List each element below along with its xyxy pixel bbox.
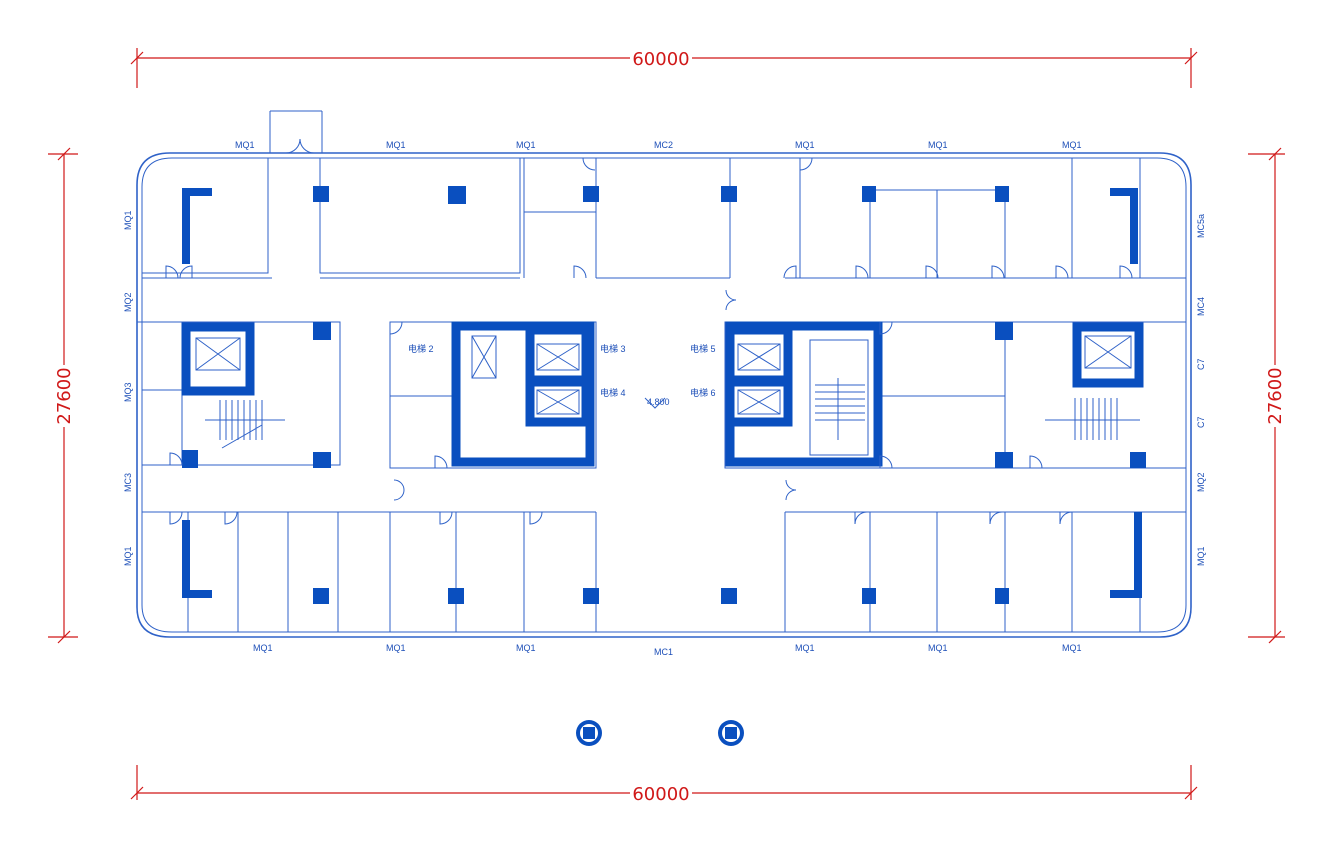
window-label: C7 xyxy=(1196,358,1206,370)
elevator-label-2: 电梯 2 xyxy=(408,343,434,354)
window-label: MC5a xyxy=(1196,214,1206,238)
dimension-top-label: 60000 xyxy=(632,49,689,70)
building-outline xyxy=(136,110,1192,638)
window-label: MQ1 xyxy=(386,140,406,150)
window-label: MC2 xyxy=(654,140,673,150)
window-label: MQ1 xyxy=(123,210,133,230)
window-label: MQ1 xyxy=(235,140,255,150)
dimension-bottom-label: 60000 xyxy=(632,784,689,805)
dimension-right: 27600 xyxy=(1248,147,1286,644)
window-labels-left: MQ1 MQ2 MQ3 MC3 MQ1 xyxy=(123,210,133,566)
window-label: MQ1 xyxy=(1062,140,1082,150)
partitions xyxy=(137,158,1186,632)
window-label: MQ2 xyxy=(1196,472,1206,492)
window-label: MQ1 xyxy=(123,546,133,566)
dimension-right-label: 27600 xyxy=(1265,367,1286,424)
window-label: MC4 xyxy=(1196,297,1206,316)
elevator-labels: 电梯 2 电梯 3 电梯 4 电梯 5 电梯 6 4.800 xyxy=(408,343,716,409)
elevation-marker: 4.800 xyxy=(647,397,670,407)
elevator-label-4: 电梯 4 xyxy=(600,387,626,398)
window-label: MQ3 xyxy=(123,382,133,402)
window-labels-top: MQ1 MQ1 MQ1 MC2 MQ1 MQ1 MQ1 xyxy=(235,140,1082,150)
dimension-left: 27600 xyxy=(48,147,78,644)
window-label: MQ1 xyxy=(516,140,536,150)
right-core xyxy=(1045,322,1144,440)
left-core xyxy=(181,322,285,468)
dimension-top: 60000 xyxy=(130,47,1198,88)
window-label: MQ1 xyxy=(1196,546,1206,566)
window-label: MC1 xyxy=(654,647,673,657)
window-label: MC3 xyxy=(123,473,133,492)
central-core-left xyxy=(451,321,595,467)
columns xyxy=(182,186,1146,746)
window-label: MQ1 xyxy=(928,140,948,150)
window-label: MQ1 xyxy=(516,643,536,653)
window-label: MQ2 xyxy=(123,292,133,312)
elevator-label-5: 电梯 5 xyxy=(690,343,716,354)
window-label: C7 xyxy=(1196,416,1206,428)
dimension-left-label: 27600 xyxy=(54,367,75,424)
window-label: MQ1 xyxy=(253,643,273,653)
window-label: MQ1 xyxy=(928,643,948,653)
dimension-bottom: 60000 xyxy=(130,765,1198,805)
elevator-label-6: 电梯 6 xyxy=(690,387,716,398)
window-label: MQ1 xyxy=(1062,643,1082,653)
window-label: MQ1 xyxy=(795,643,815,653)
window-label: MQ1 xyxy=(386,643,406,653)
window-labels-right: MC5a MC4 C7 C7 MQ2 MQ1 xyxy=(1196,214,1206,566)
window-labels-bottom: MQ1 MQ1 MQ1 MC1 MQ1 MQ1 MQ1 xyxy=(253,643,1082,657)
elevator-label-3: 电梯 3 xyxy=(600,343,626,354)
doors xyxy=(165,138,1133,525)
window-label: MQ1 xyxy=(795,140,815,150)
central-core-right xyxy=(725,321,883,467)
